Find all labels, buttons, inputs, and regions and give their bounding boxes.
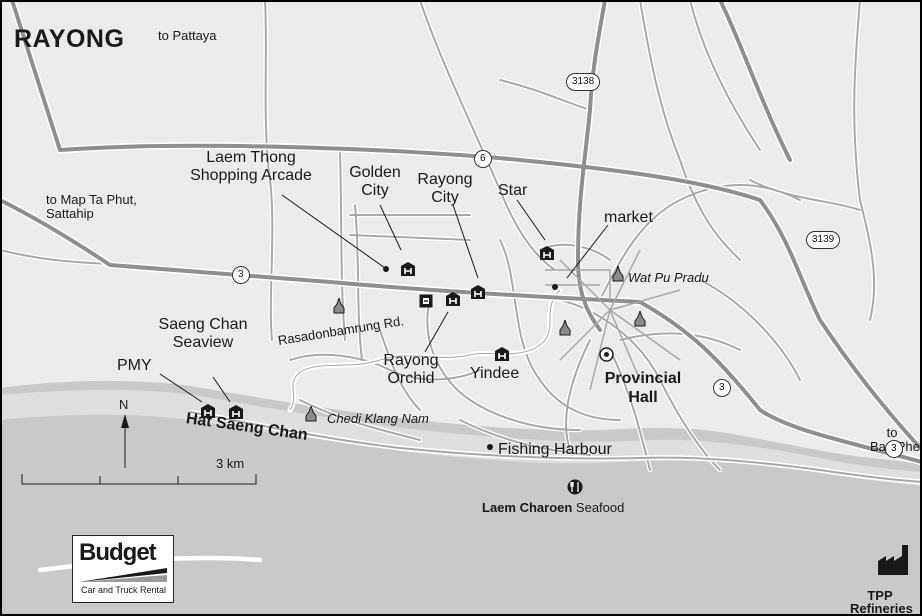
road-shield-3139: 3139 [806, 231, 841, 249]
scale-label: 3 km [216, 456, 245, 471]
rayong-city-label-2: City [431, 189, 459, 206]
yindee-label: Yindee [470, 365, 520, 382]
leader-lines [159, 194, 609, 403]
golden-city-label-2: City [361, 182, 389, 199]
road-shield-3-east: 3 [713, 379, 731, 397]
temple-stupa-icon [333, 298, 345, 314]
market-label: market [604, 209, 653, 226]
shopping-bag-icon [419, 294, 433, 308]
hotel-icon [471, 285, 485, 299]
temple-stupa-icon [634, 311, 646, 327]
provincial-hall-label-1: Provincial [604, 370, 682, 387]
to-map-ta-phut-label: to Map Ta Phut, [46, 192, 137, 207]
to-ban-phe-label-1: to [886, 425, 898, 440]
major-roads [0, 0, 922, 466]
pmy-label: PMY [117, 357, 152, 374]
wat-pu-pradu-label: Wat Pu Pradu [628, 270, 709, 285]
hotel-icon [401, 262, 415, 276]
hotel-icon [495, 347, 509, 361]
rayong-orchid-label-1: Rayong [383, 352, 439, 369]
town-center-roads [545, 249, 681, 391]
fishing-harbour-label: Fishing Harbour [498, 441, 612, 458]
river-bank [289, 289, 561, 411]
hotel-icon [446, 292, 460, 306]
scale-bar [21, 474, 257, 485]
fishing-harbour-dot [487, 444, 493, 450]
to-pattaya-label: to Pattaya [158, 28, 217, 43]
budget-logo: Budget Car and Truck Rental [72, 535, 174, 603]
rayong-orchid-label-2: Orchid [387, 370, 435, 387]
budget-logo-subtitle: Car and Truck Rental [81, 585, 167, 595]
government-circle-dot-icon [599, 347, 614, 362]
laem-charoen-rest: Seafood [572, 500, 625, 515]
map-title: RAYONG [14, 25, 125, 53]
hotel-icon [229, 405, 243, 419]
temple-stupa-icon [559, 320, 571, 336]
golden-city-label-1: Golden [349, 164, 401, 181]
budget-logo-name: Budget [79, 539, 157, 566]
to-sattahip-label: Sattahip [46, 206, 94, 221]
star-label: Star [498, 182, 528, 199]
road-shield-6: 6 [474, 150, 492, 168]
restaurant-fork-knife-icon [567, 479, 583, 495]
chedi-klang-nam-label: Chedi Klang Nam [327, 411, 429, 426]
provincial-hall-label-2: Hall [628, 389, 658, 406]
north-label: N [119, 397, 129, 412]
factory-icon [878, 545, 908, 575]
temple-stupa-icon [305, 406, 317, 422]
laem-charoen-label: Laem Charoen Seafood [482, 500, 624, 515]
tpp-label-1: TPP [867, 588, 893, 603]
saeng-chan-label-2: Seaview [172, 334, 234, 351]
hotel-icon [201, 404, 215, 418]
rayong-city-label-1: Rayong [417, 171, 473, 188]
laem-thong-dot [383, 266, 389, 272]
laem-charoen-bold: Laem Charoen [482, 500, 573, 515]
temple-stupa-icon [612, 266, 624, 282]
market-dot [552, 284, 558, 290]
hotel-icon [540, 246, 554, 260]
saeng-chan-label-1: Saeng Chan [158, 316, 248, 333]
road-shield-3-west: 3 [232, 266, 250, 284]
north-arrow-icon [121, 414, 129, 468]
road-shield-3-far-east: 3 [885, 440, 903, 458]
road-shield-3138: 3138 [566, 73, 601, 91]
tpp-label-2: Refineries [850, 601, 913, 616]
laem-thong-label-1: Laem Thong [206, 149, 296, 166]
budget-logo-stripes [79, 568, 167, 582]
coastal-road-line [189, 411, 922, 483]
laem-thong-label-2: Shopping Arcade [190, 167, 312, 184]
